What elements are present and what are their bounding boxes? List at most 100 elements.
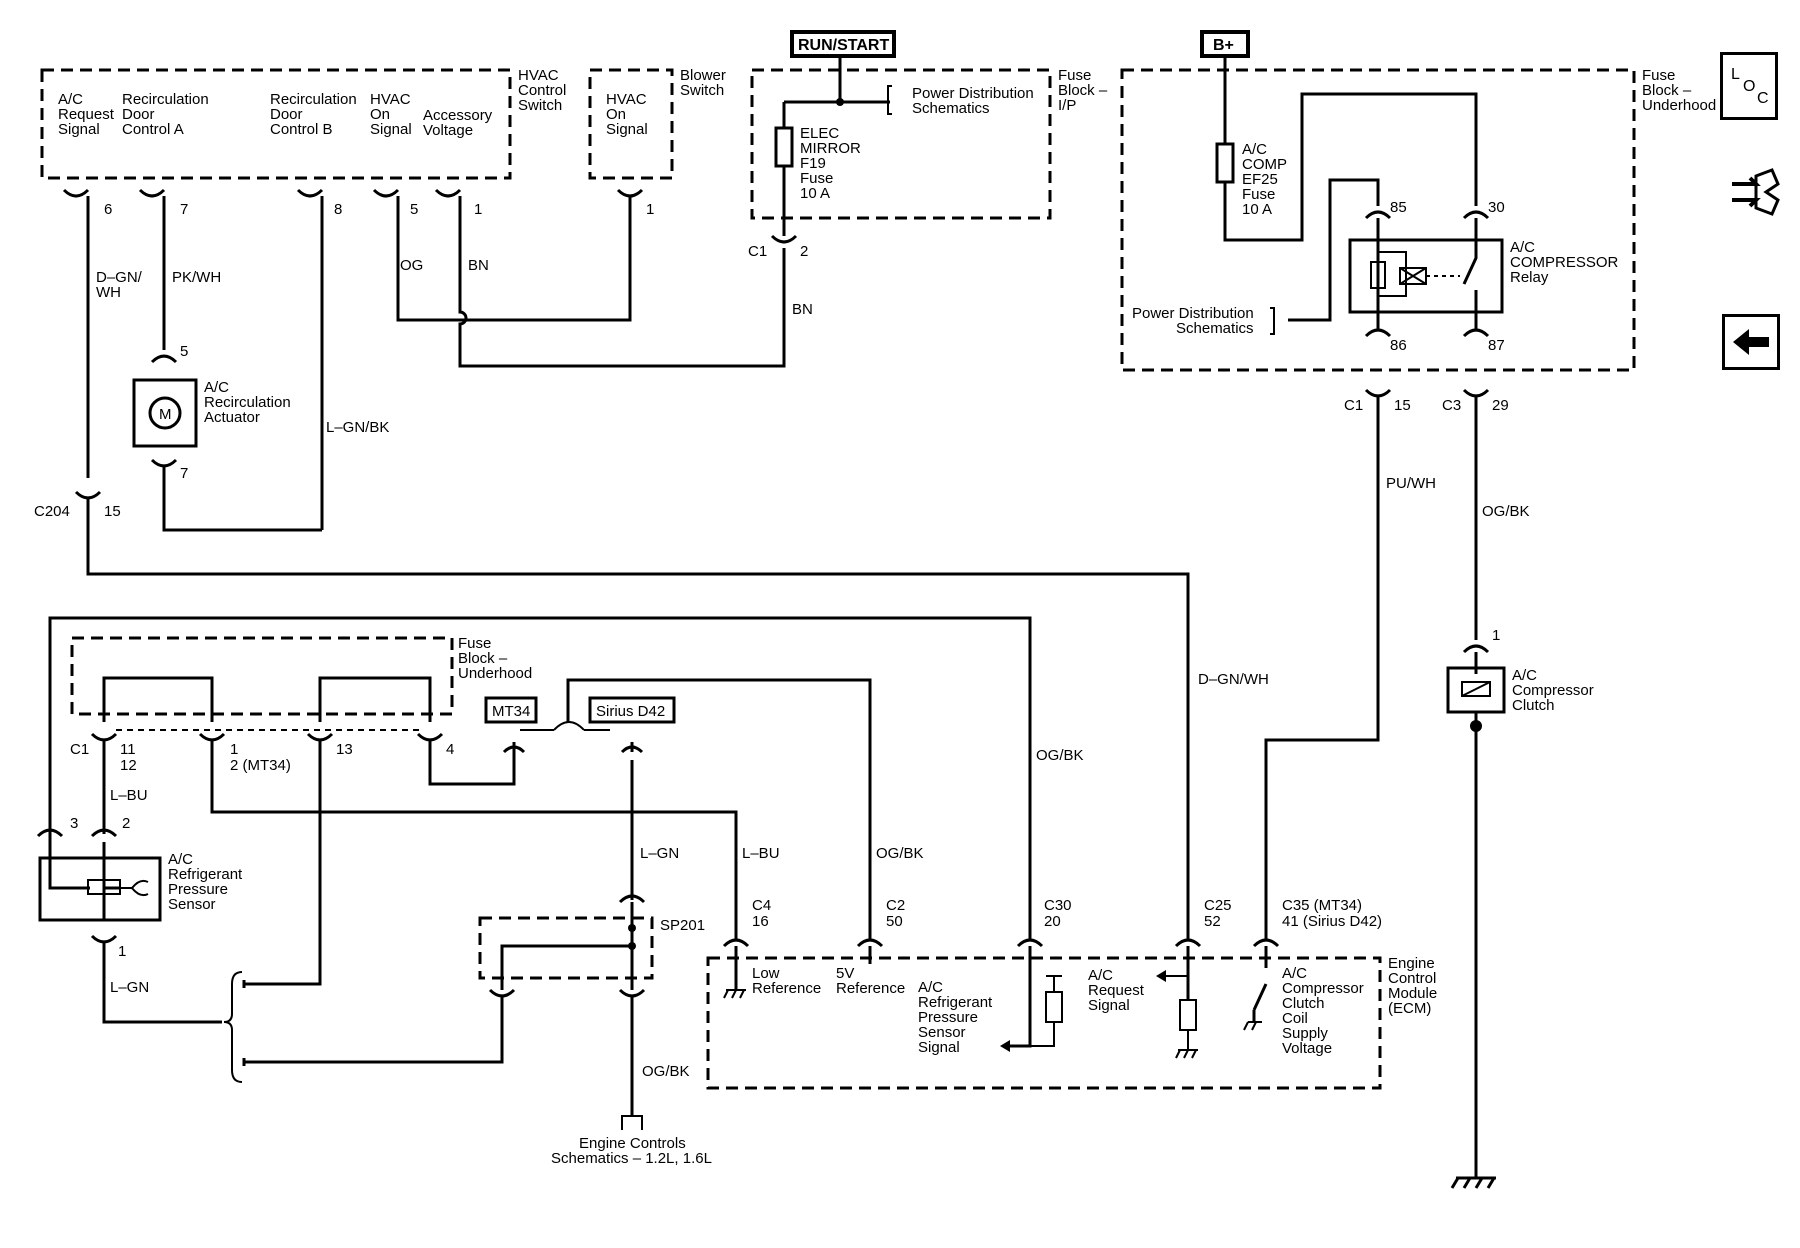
actuator-pin-7: 7 [180,465,188,482]
c2-pin: 50 [886,913,903,930]
hvac-pin-5: 5 [410,201,418,218]
wire-lbu-ecm [210,740,738,940]
svg-text:C: C [1757,90,1769,107]
wire-og-bk-upper [48,616,1032,940]
elec-mirror-fuse-icon [774,126,794,168]
wire-label-pu-wh: PU/WH [1386,475,1436,492]
blower-connector-cup [616,188,644,198]
c204-pin: 15 [104,503,121,520]
wire-bn [458,196,786,368]
relay-pin-87: 87 [1488,337,1505,354]
wire-label-og-bk3: OG/BK [876,845,924,862]
wire-label-lgn: L–GN [640,845,679,862]
back-arrow-icon [1733,329,1769,355]
wire-label-lgn2: L–GN [110,979,149,996]
motor-symbol: M [159,406,172,423]
clutch-cup [1462,644,1490,654]
relay-coil-icon [1370,261,1386,289]
wire-og [396,196,632,322]
hvac-pin-7: 7 [180,201,188,218]
ecm-clutch-switch-icon [1252,946,1268,1022]
fb-pin-1-mt: 2 (MT34) [230,757,291,774]
c35-pin: 41 (Sirius D42) [1282,913,1382,930]
blower-pin-1: 1 [646,201,654,218]
wire-pu-wh [1264,396,1380,940]
fuse-block-underhood-2-box [70,636,454,716]
c3-pin: 29 [1492,397,1509,414]
wire-label-lgn-bk: L–GN/BK [326,419,389,436]
c1-b-cup [1364,388,1392,398]
c35-label: C35 (MT34) [1282,897,1362,914]
wire-label-bn: BN [468,257,489,274]
wire-label-lbu2: L–BU [742,845,780,862]
c1-b-pin: 15 [1394,397,1411,414]
wire-label-og-bk4: OG/BK [642,1063,690,1080]
ac-comp-fuse-icon [1215,142,1235,184]
relay-pin-86: 86 [1390,337,1407,354]
hvac-pin-8: 8 [334,201,342,218]
back-button[interactable] [1722,314,1780,370]
c4-pin: 16 [752,913,769,930]
sensor-pin-3: 3 [70,815,78,832]
c30-pin: 20 [1044,913,1061,930]
ground-icon-ecm-request [1175,1049,1198,1059]
blower-switch-box [588,68,674,180]
sirius-badge [588,696,676,724]
sirius-label: Sirius D42 [596,703,665,720]
wire-label-lbu: L–BU [110,787,148,804]
c3-cup [1462,388,1490,398]
actuator-cup-top [150,354,178,364]
c1-c-pin-11: 11 [120,741,136,758]
sp201-box [478,916,654,980]
splice-brace [223,971,243,1083]
c1-a-pin: 2 [800,243,808,260]
hvac-connector-cups [62,188,462,198]
sp201-label: SP201 [660,917,705,934]
wire-label-og-bk2: OG/BK [1036,747,1084,764]
mt34-label: MT34 [492,703,530,720]
connector-button[interactable] [1726,164,1782,220]
fb-pin-1: 1 [230,741,238,758]
wire-actuator-return [162,466,322,532]
wire-label-dgn-wh2: D–GN/WH [1198,671,1269,688]
fuse-block-ip-box [750,68,1052,220]
loc-icon: L O C [1731,66,1769,107]
hvac-pin-6: 6 [104,201,112,218]
c4-label: C4 [752,897,771,914]
c1-c-label: C1 [70,741,89,758]
wire-label-dgn-wh: D–GN/WH [96,269,143,301]
clutch-pin-1: 1 [1492,627,1500,644]
relay-cup-85 [1364,210,1392,220]
c204-label: C204 [34,503,70,520]
relay-switch-icon [1462,218,1478,330]
c1-b-label: C1 [1344,397,1363,414]
c1-c-pin-12: 12 [120,757,137,774]
fb-pin-4: 4 [446,741,454,758]
relay-box [1348,238,1504,314]
ecm-box [706,956,1382,1090]
c204-cup [74,490,102,500]
run-start-label: RUN/START [798,37,889,54]
sensor-pin-2: 2 [122,815,130,832]
c1-a-label: C1 [748,243,767,260]
loc-button[interactable]: L O C [1720,52,1778,120]
pressure-sensor-box [38,856,162,922]
